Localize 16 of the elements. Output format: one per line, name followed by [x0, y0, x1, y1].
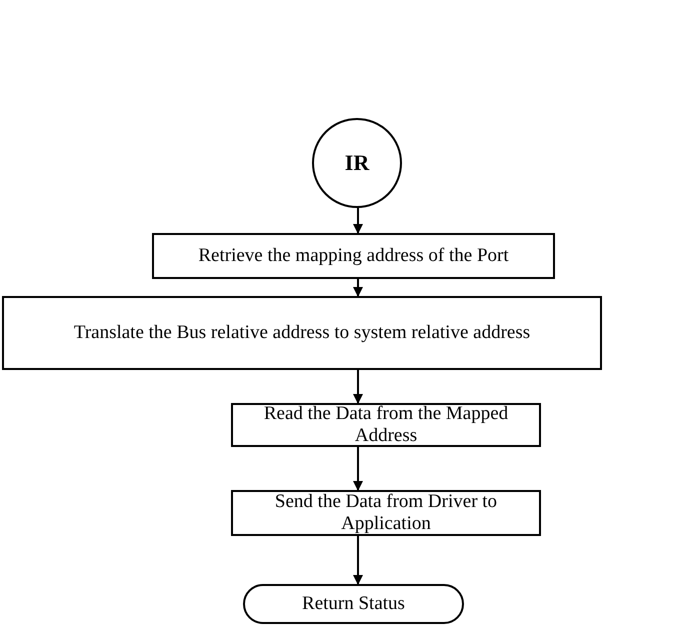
node-label: Translate the Bus relative address to system relative address: [72, 322, 532, 344]
process-box: [152, 233, 555, 279]
node-label: Retrieve the mapping address of the Port: [197, 245, 510, 267]
arrow: [353, 536, 363, 585]
node-label: IR: [344, 150, 370, 176]
node-label: Read the Data from the Mapped Address: [262, 403, 510, 447]
node-label: Return Status: [301, 593, 406, 615]
process-box: [231, 490, 541, 536]
arrow: [353, 370, 363, 404]
process-box: [2, 296, 602, 370]
process-box: [231, 403, 541, 447]
terminator-pill: [243, 584, 464, 624]
arrow: [353, 447, 363, 491]
node-label: Send the Data from Driver to Application: [274, 491, 498, 535]
arrow: [353, 279, 363, 297]
arrow: [353, 208, 363, 234]
